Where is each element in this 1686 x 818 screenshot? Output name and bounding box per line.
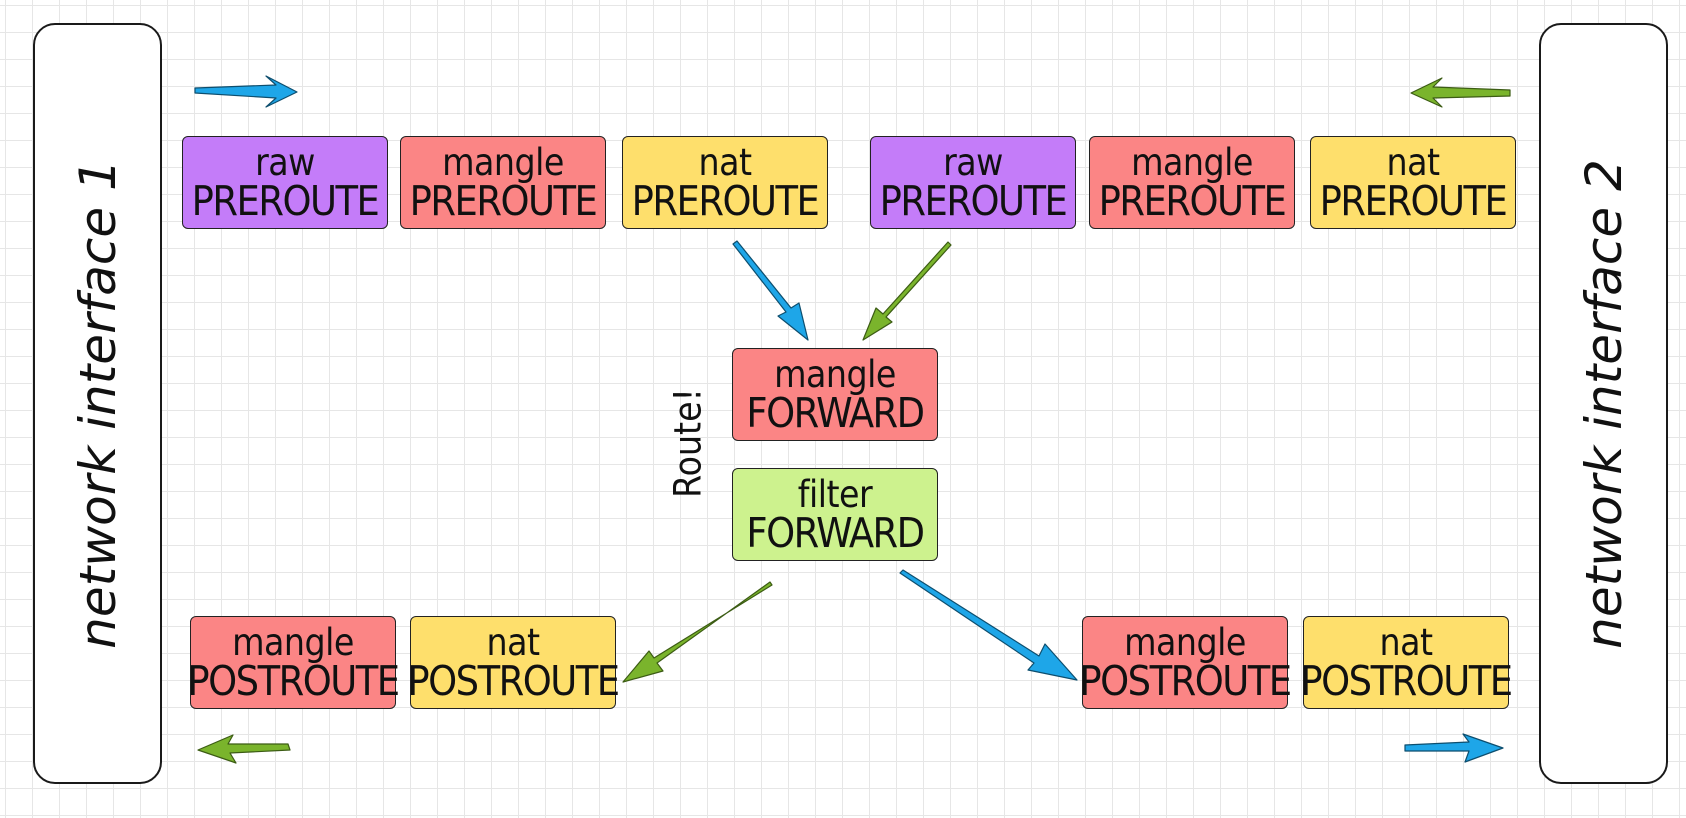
box-table-label: filter xyxy=(797,472,873,516)
arrow-in-interface-1 xyxy=(194,75,298,108)
box-table-label: mangle xyxy=(1124,620,1246,664)
mangle-postroute-box-2: mangle POSTROUTE xyxy=(1079,616,1292,709)
raw-preroute-box-2: raw PREROUTE xyxy=(870,136,1076,229)
arrow-out-interface-2 xyxy=(1404,733,1504,763)
box-table-label: mangle xyxy=(232,620,354,664)
raw-preroute-box-1: raw PREROUTE xyxy=(182,136,388,229)
box-chain-label: POSTROUTE xyxy=(407,656,620,705)
network-interface-1: network interface 1 xyxy=(33,23,162,784)
box-chain-label: PREROUTE xyxy=(1319,176,1508,225)
arrow-in-interface-2 xyxy=(1410,77,1511,108)
arrow-preroute-1-to-forward xyxy=(732,240,809,341)
box-table-label: mangle xyxy=(442,140,564,184)
mangle-forward-box: mangle FORWARD xyxy=(732,348,938,441)
mangle-preroute-box-2: mangle PREROUTE xyxy=(1089,136,1295,229)
nat-postroute-box-2: nat POSTROUTE xyxy=(1300,616,1513,709)
box-table-label: mangle xyxy=(774,352,896,396)
box-chain-label: FORWARD xyxy=(746,508,925,557)
nat-preroute-box-1: nat PREROUTE xyxy=(622,136,828,229)
box-chain-label: FORWARD xyxy=(746,388,925,437)
nat-postroute-box-1: nat POSTROUTE xyxy=(407,616,620,709)
arrow-preroute-2-to-forward xyxy=(862,241,952,341)
arrow-forward-to-postroute-1 xyxy=(622,581,773,683)
box-chain-label: PREROUTE xyxy=(631,176,820,225)
mangle-postroute-box-1: mangle POSTROUTE xyxy=(187,616,400,709)
box-chain-label: PREROUTE xyxy=(191,176,380,225)
network-interface-2: network interface 2 xyxy=(1539,23,1668,784)
arrow-out-interface-1 xyxy=(197,734,291,764)
box-table-label: raw xyxy=(943,140,1003,184)
box-chain-label: PREROUTE xyxy=(1098,176,1287,225)
box-chain-label: PREROUTE xyxy=(879,176,1068,225)
box-table-label: nat xyxy=(1386,140,1440,184)
box-table-label: nat xyxy=(486,620,540,664)
box-table-label: nat xyxy=(1379,620,1433,664)
box-chain-label: PREROUTE xyxy=(409,176,598,225)
box-table-label: nat xyxy=(698,140,752,184)
box-chain-label: POSTROUTE xyxy=(1300,656,1513,705)
mangle-preroute-box-1: mangle PREROUTE xyxy=(400,136,606,229)
box-table-label: mangle xyxy=(1131,140,1253,184)
arrow-forward-to-postroute-2 xyxy=(899,569,1078,681)
box-chain-label: POSTROUTE xyxy=(187,656,400,705)
filter-forward-box: filter FORWARD xyxy=(732,468,938,561)
nat-preroute-box-2: nat PREROUTE xyxy=(1310,136,1516,229)
box-table-label: raw xyxy=(255,140,315,184)
box-chain-label: POSTROUTE xyxy=(1079,656,1292,705)
